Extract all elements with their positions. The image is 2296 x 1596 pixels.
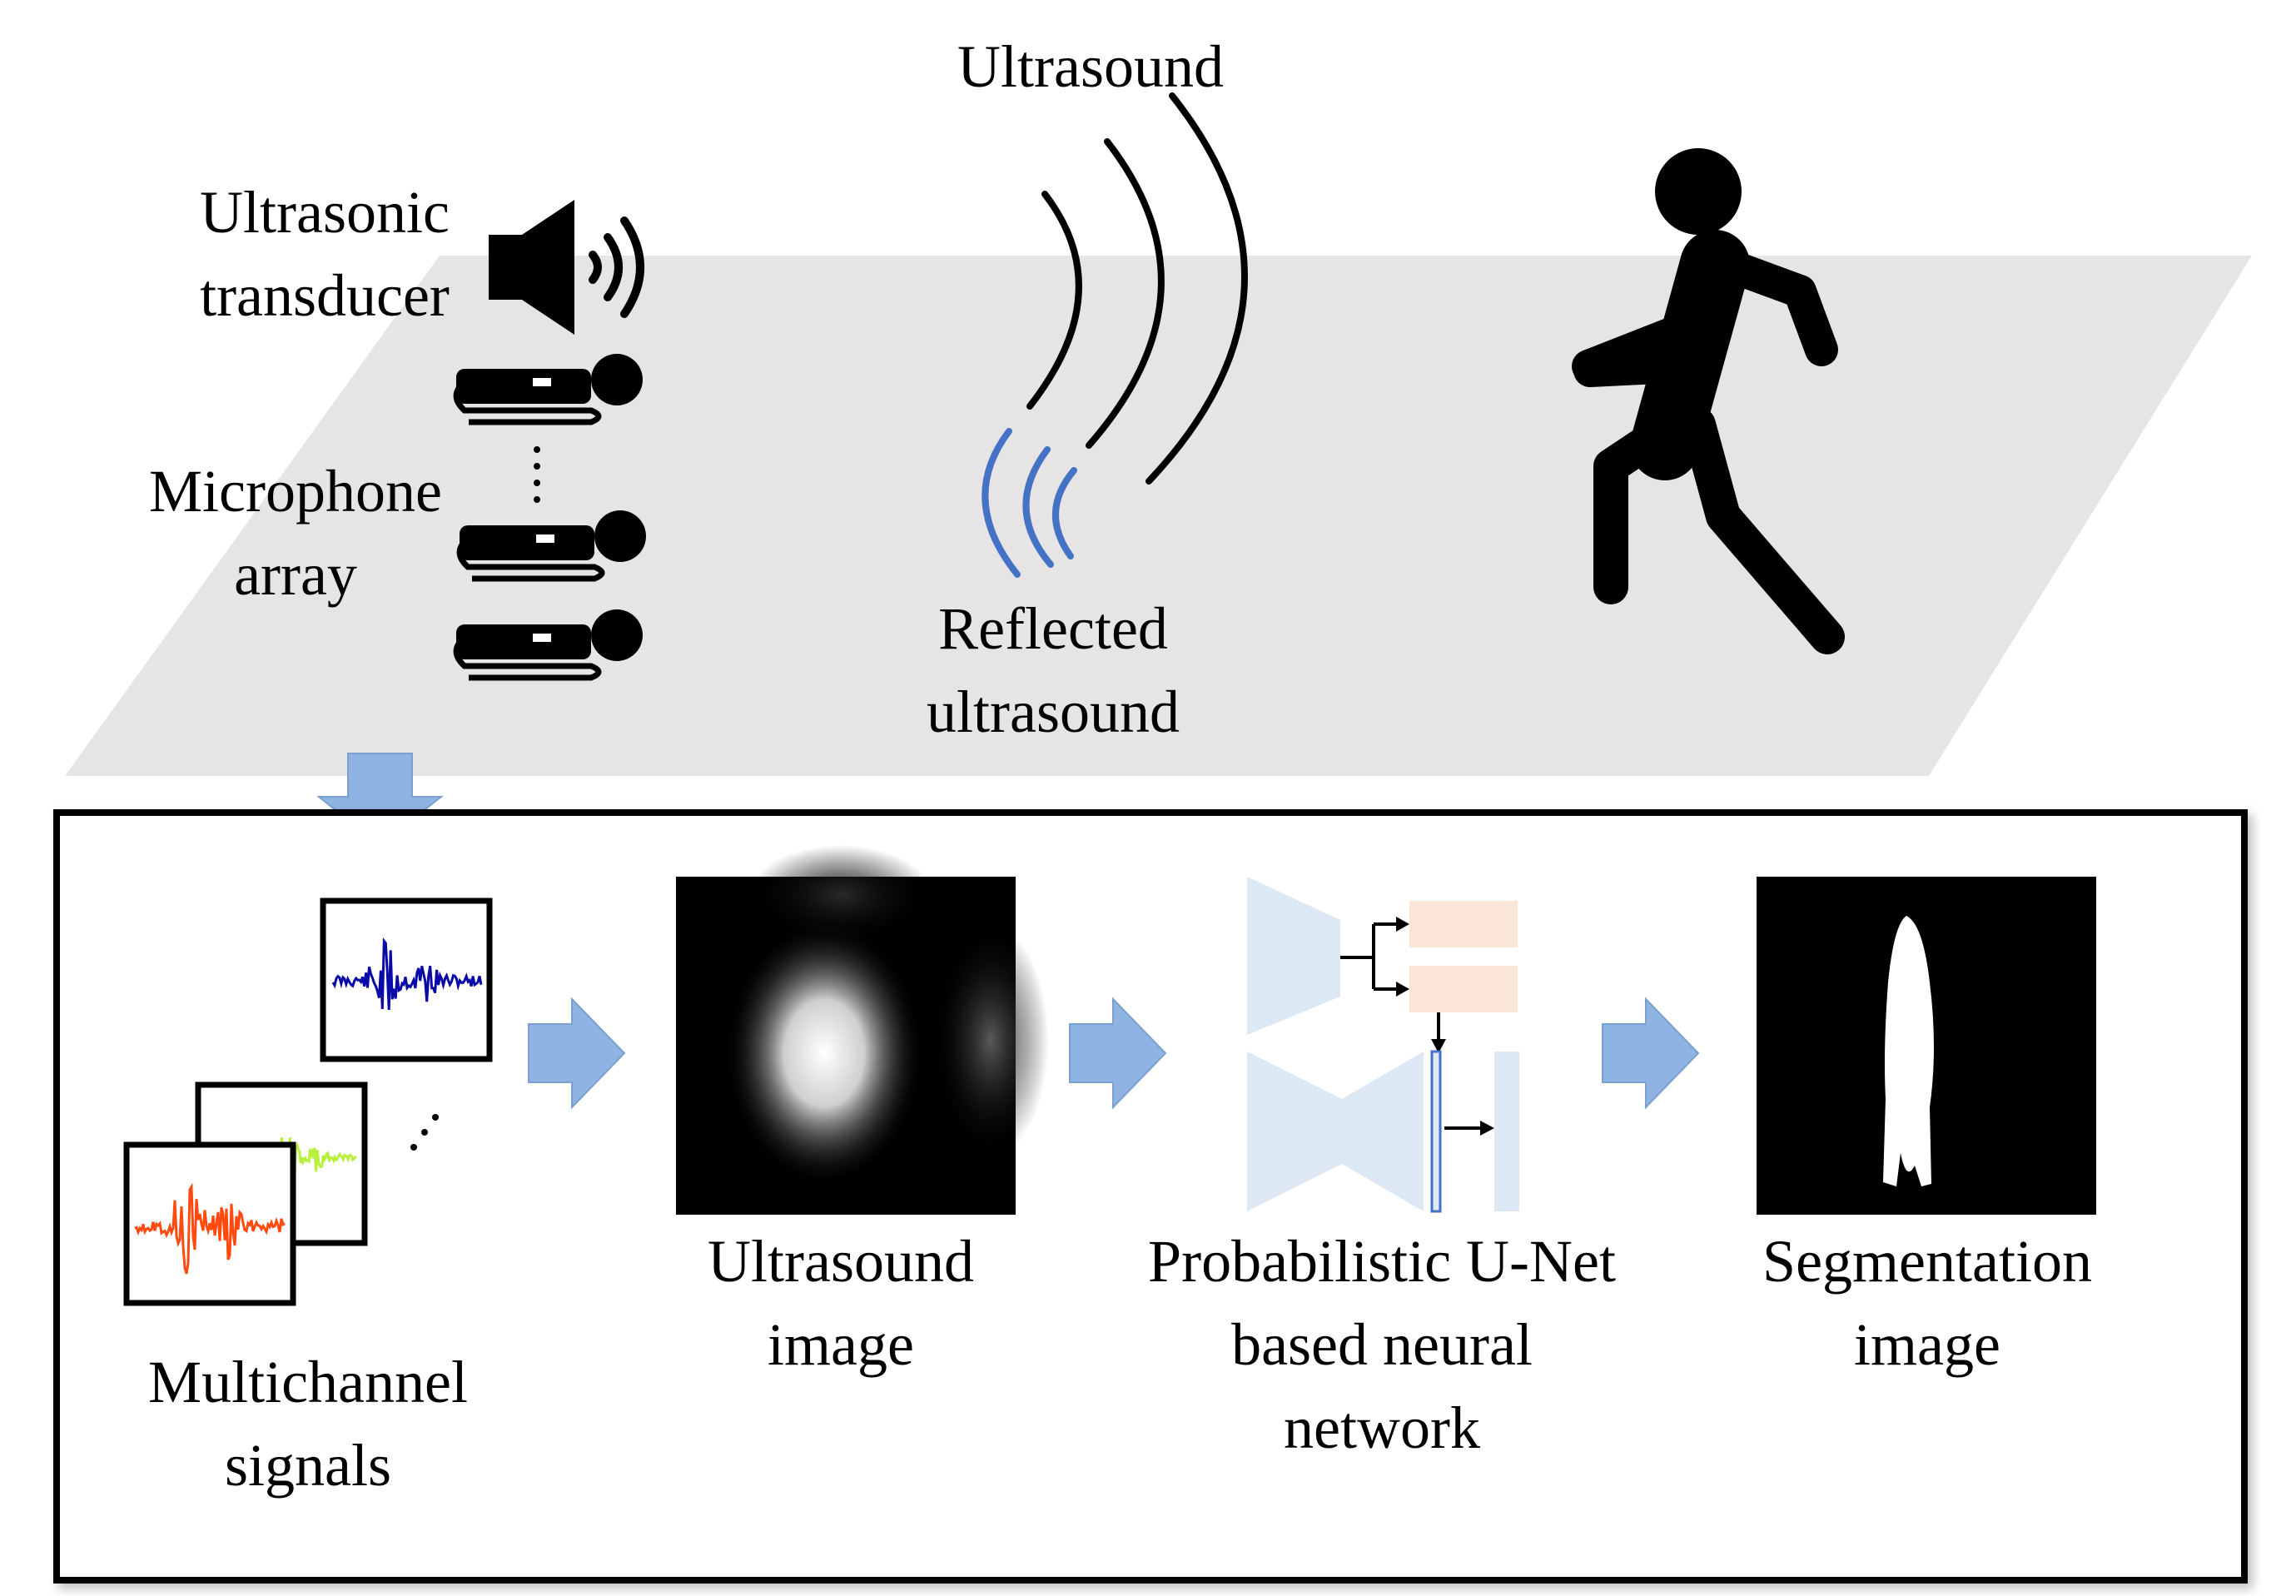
signal-window-blue — [320, 897, 493, 1062]
speaker-icon — [489, 200, 644, 335]
network-label: Probabilistic U-Net based neural network — [1148, 1228, 1616, 1461]
reflected-ultrasound-label: Reflected ultrasound — [927, 595, 1180, 745]
signal-window-red — [123, 1141, 296, 1306]
segmentation-image — [1757, 877, 2096, 1215]
microphone-icon — [456, 510, 646, 582]
ultrasound-image — [676, 845, 1049, 1215]
unet-schematic — [1247, 877, 1519, 1213]
microphone-icon — [453, 609, 643, 681]
transducer-label: Ultrasonic transducer — [200, 179, 450, 329]
ultrasound-label: Ultrasound — [957, 33, 1224, 100]
reflected-waves — [982, 428, 1077, 578]
arrow-icon — [1069, 997, 1167, 1110]
ultrasound-waves — [1026, 92, 1248, 485]
ultrasound-image-label: Ultrasound image — [708, 1228, 974, 1378]
walking-person-icon — [1572, 148, 1845, 654]
microphone-icon — [453, 354, 643, 425]
arrow-icon — [528, 997, 626, 1110]
segmentation-image-label: Segmentation image — [1762, 1228, 2092, 1378]
mic-ellipsis — [534, 446, 540, 503]
microphone-array-label: Microphone array — [149, 458, 442, 608]
arrow-icon — [1602, 997, 1700, 1110]
multichannel-signals-label: Multichannel signals — [148, 1349, 468, 1499]
signal-ellipsis — [410, 1114, 439, 1151]
